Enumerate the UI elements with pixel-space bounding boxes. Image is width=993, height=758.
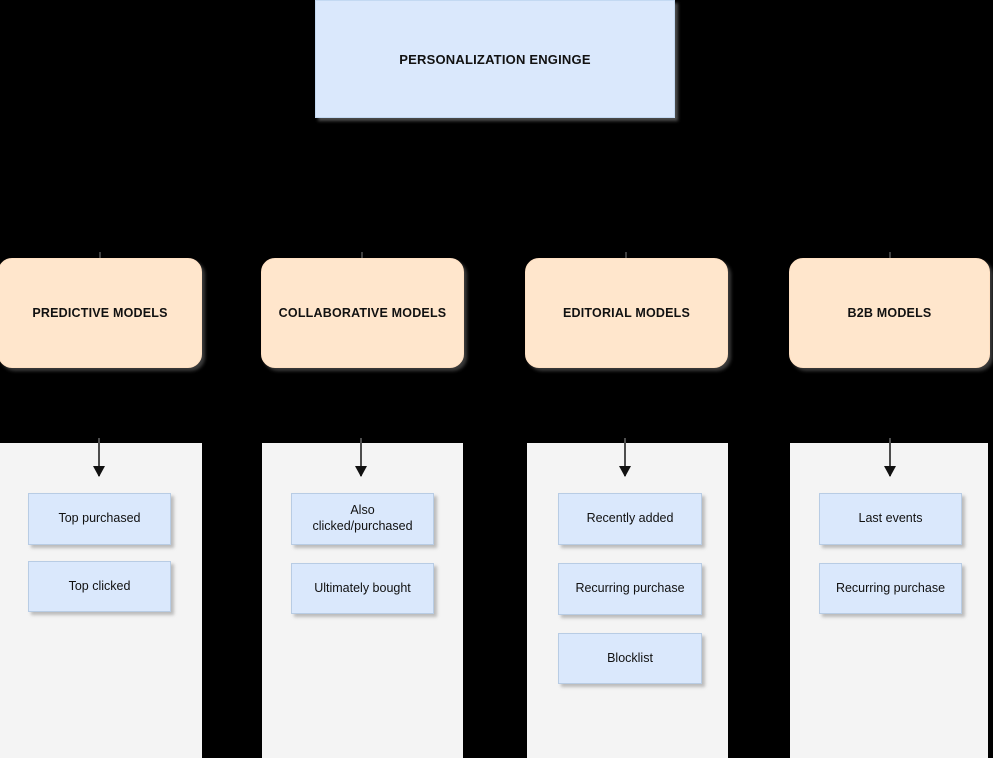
model-box-predictive-label: PREDICTIVE MODELS <box>32 306 168 320</box>
connector-stub-4 <box>889 252 891 259</box>
arrow-to-editorial-items <box>618 438 632 477</box>
model-box-b2b-label: B2B MODELS <box>847 306 932 320</box>
item-top-clicked-label: Top clicked <box>68 578 131 593</box>
item-last-events-label: Last events <box>858 511 923 526</box>
item-recurring-purchase-editorial-label: Recurring purchase <box>575 581 685 596</box>
item-also-clicked-purchased-label: Also clicked/purchased <box>312 503 413 533</box>
connector-stub-3 <box>625 252 627 259</box>
item-recently-added-label: Recently added <box>586 511 674 526</box>
item-also-clicked-purchased[interactable]: Also clicked/purchased <box>291 493 434 545</box>
item-top-purchased-label: Top purchased <box>58 511 141 526</box>
arrow-shaft <box>98 438 100 476</box>
model-box-collaborative-label: COLLABORATIVE MODELS <box>278 306 447 320</box>
model-box-editorial-label: EDITORIAL MODELS <box>562 306 691 320</box>
item-last-events[interactable]: Last events <box>819 493 962 545</box>
connector-stub-2 <box>361 252 363 259</box>
item-ultimately-bought[interactable]: Ultimately bought <box>291 563 434 614</box>
item-recently-added[interactable]: Recently added <box>558 493 702 545</box>
arrow-head-icon <box>619 466 631 477</box>
model-box-predictive[interactable]: PREDICTIVE MODELS <box>0 258 202 368</box>
connector-stub-1 <box>99 252 101 259</box>
item-recurring-purchase-editorial[interactable]: Recurring purchase <box>558 563 702 615</box>
arrow-to-predictive-items <box>92 438 106 477</box>
arrow-to-b2b-items <box>883 438 897 477</box>
arrow-head-icon <box>355 466 367 477</box>
item-blocklist[interactable]: Blocklist <box>558 633 702 684</box>
arrow-head-icon <box>93 466 105 477</box>
item-recurring-purchase-b2b-label: Recurring purchase <box>835 580 946 595</box>
arrow-to-collaborative-items <box>354 438 368 477</box>
arrow-shaft <box>624 438 626 476</box>
item-top-clicked[interactable]: Top clicked <box>28 561 171 612</box>
item-recurring-purchase-b2b[interactable]: Recurring purchase <box>819 563 962 614</box>
item-top-purchased[interactable]: Top purchased <box>28 493 171 545</box>
model-box-b2b[interactable]: B2B MODELS <box>789 258 990 368</box>
arrow-shaft <box>889 438 891 476</box>
personalization-engine-box[interactable]: PERSONALIZATION ENGINGE <box>315 0 675 118</box>
item-ultimately-bought-label: Ultimately bought <box>314 580 411 595</box>
model-box-collaborative[interactable]: COLLABORATIVE MODELS <box>261 258 464 368</box>
personalization-engine-label: PERSONALIZATION ENGINGE <box>399 51 591 67</box>
model-box-editorial[interactable]: EDITORIAL MODELS <box>525 258 728 368</box>
item-blocklist-label: Blocklist <box>607 650 653 665</box>
arrow-shaft <box>360 438 362 476</box>
arrow-head-icon <box>884 466 896 477</box>
